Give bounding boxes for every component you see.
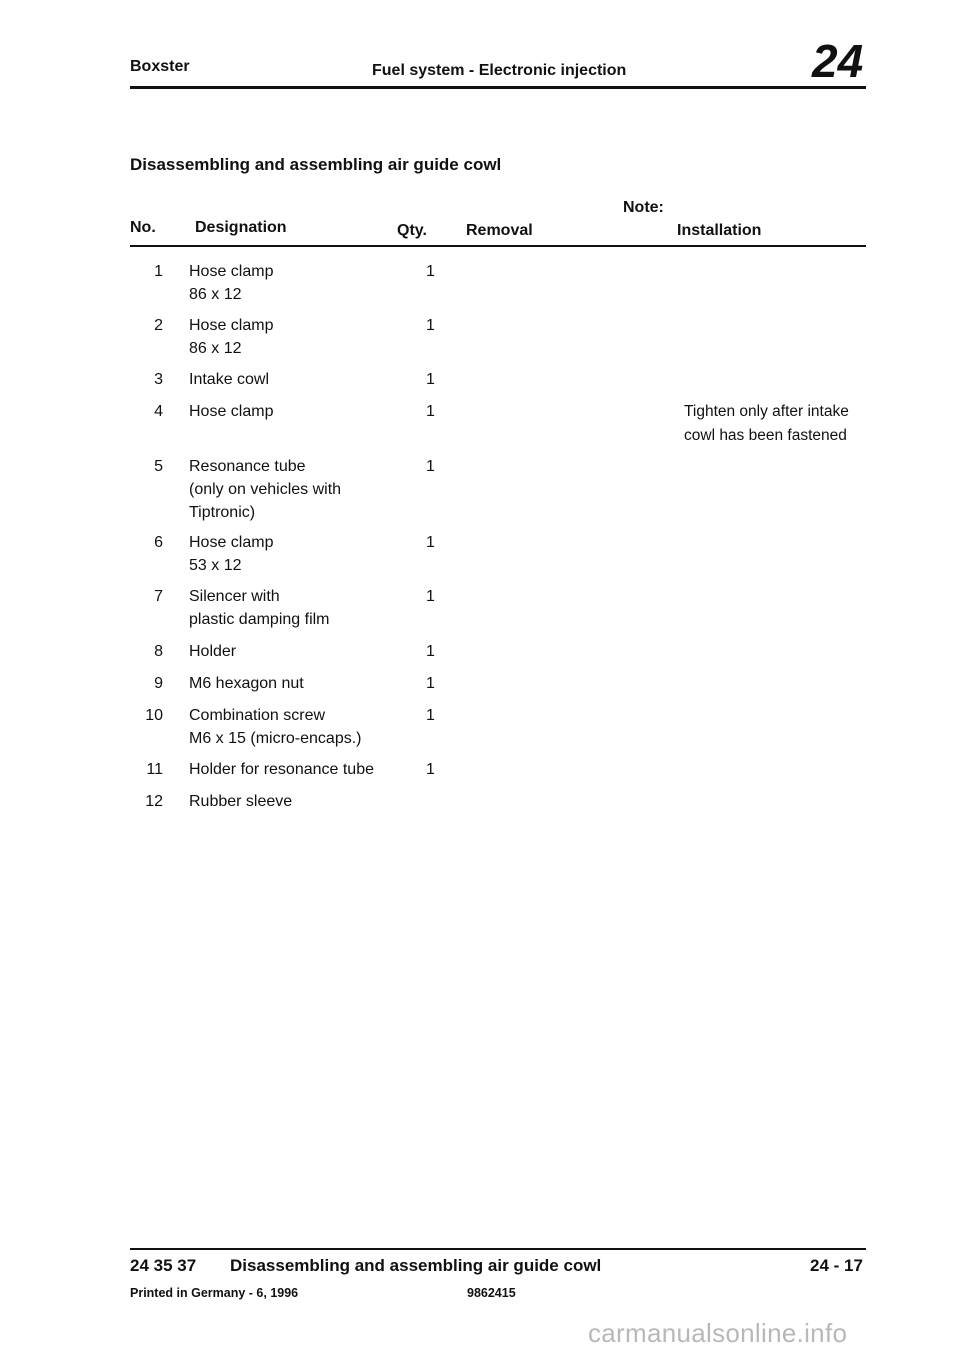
row-number: 10 bbox=[145, 707, 163, 724]
col-designation: Designation bbox=[195, 219, 287, 236]
footer-page-number: 24 - 17 bbox=[810, 1256, 863, 1275]
row-number: 11 bbox=[146, 761, 163, 778]
row-qty: 1 bbox=[426, 707, 435, 724]
row-designation-line: Holder for resonance tube bbox=[189, 761, 374, 778]
row-designation-line: M6 x 15 (micro-encaps.) bbox=[189, 730, 362, 747]
row-number: 4 bbox=[154, 403, 163, 420]
row-number: 1 bbox=[154, 263, 163, 280]
row-qty: 1 bbox=[426, 458, 435, 475]
row-designation-line: Tiptronic) bbox=[189, 504, 256, 521]
col-note: Note: bbox=[623, 199, 664, 216]
col-qty: Qty. bbox=[397, 222, 427, 239]
row-number: 3 bbox=[154, 371, 163, 388]
row-qty: 1 bbox=[426, 761, 435, 778]
header-section: Fuel system - Electronic injection bbox=[372, 62, 627, 79]
row-qty: 1 bbox=[426, 643, 435, 660]
row-designation-line: Rubber sleeve bbox=[189, 793, 293, 810]
row-qty: 1 bbox=[426, 588, 435, 605]
col-removal: Removal bbox=[466, 222, 533, 239]
row-designation-line: 53 x 12 bbox=[189, 557, 242, 574]
row-number: 5 bbox=[154, 458, 163, 475]
footer-part-number: 9862415 bbox=[467, 1286, 516, 1300]
row-number: 9 bbox=[154, 675, 163, 692]
row-designation-line: Hose clamp bbox=[189, 534, 274, 551]
row-designation-line: 86 x 12 bbox=[189, 286, 242, 303]
row-designation-line: 86 x 12 bbox=[189, 340, 242, 357]
row-installation-note: cowl has been fastened bbox=[684, 427, 847, 444]
row-number: 2 bbox=[154, 317, 163, 334]
table-header-rule bbox=[130, 245, 866, 247]
watermark: carmanualsonline.info bbox=[588, 1318, 848, 1348]
row-number: 6 bbox=[154, 534, 163, 551]
row-designation-line: Silencer with bbox=[189, 588, 280, 605]
row-installation-note: Tighten only after intake bbox=[684, 403, 849, 420]
row-number: 7 bbox=[154, 588, 163, 605]
row-qty: 1 bbox=[426, 371, 435, 388]
row-designation-line: Intake cowl bbox=[189, 371, 270, 388]
row-designation-line: Resonance tube bbox=[189, 458, 306, 475]
page-title: Disassembling and assembling air guide c… bbox=[130, 155, 502, 174]
row-designation-line: plastic damping film bbox=[189, 611, 330, 628]
row-designation-line: (only on vehicles with bbox=[189, 481, 342, 498]
footer-printed: Printed in Germany - 6, 1996 bbox=[130, 1286, 299, 1300]
row-designation-line: Hose clamp bbox=[189, 263, 274, 280]
footer-rule bbox=[130, 1248, 866, 1250]
row-designation-line: Hose clamp bbox=[189, 403, 274, 420]
row-qty: 1 bbox=[426, 317, 435, 334]
row-qty: 1 bbox=[426, 675, 435, 692]
footer-title: Disassembling and assembling air guide c… bbox=[230, 1256, 602, 1275]
row-designation-line: Holder bbox=[189, 643, 237, 660]
col-no: No. bbox=[130, 219, 156, 236]
row-qty: 1 bbox=[426, 403, 435, 420]
row-number: 12 bbox=[145, 793, 163, 810]
row-designation-line: M6 hexagon nut bbox=[189, 675, 304, 692]
row-number: 8 bbox=[154, 643, 163, 660]
header-chapter: 24 bbox=[812, 35, 864, 87]
header-model: Boxster bbox=[130, 58, 190, 75]
footer-code: 24 35 37 bbox=[130, 1256, 197, 1275]
row-designation-line: Combination screw bbox=[189, 707, 326, 724]
row-designation-line: Hose clamp bbox=[189, 317, 274, 334]
row-qty: 1 bbox=[426, 534, 435, 551]
header-rule bbox=[130, 86, 866, 89]
row-qty: 1 bbox=[426, 263, 435, 280]
col-installation: Installation bbox=[677, 222, 762, 239]
